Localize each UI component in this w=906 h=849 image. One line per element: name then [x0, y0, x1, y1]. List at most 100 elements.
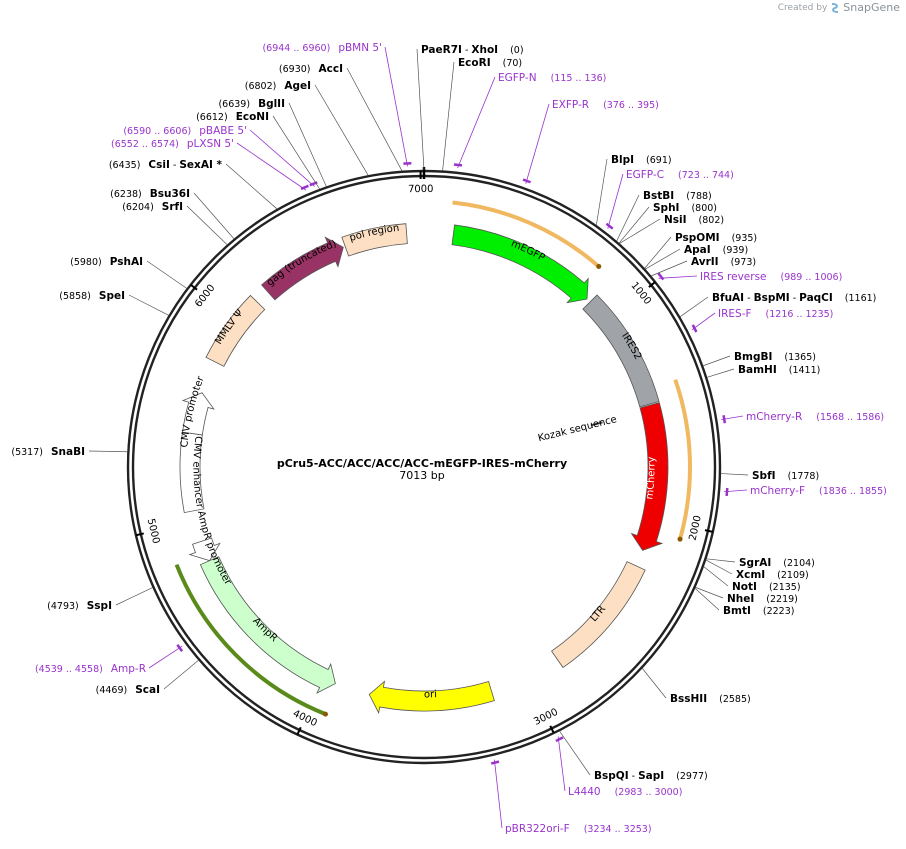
site-nsii[interactable]: NsiI(802) — [664, 214, 724, 226]
primer-leader — [457, 76, 496, 169]
site-sspi[interactable]: (4793)SspI — [47, 600, 112, 612]
tick-mark — [549, 725, 555, 734]
site-leader — [288, 102, 327, 187]
tick-mark — [704, 529, 714, 533]
site-bmgbi[interactable]: BmgBI(1365) — [734, 351, 816, 363]
site-acci[interactable]: (6930)AccI — [279, 63, 343, 75]
site-leader — [679, 296, 709, 317]
primer-pbr322ori-f[interactable]: pBR322ori-F(3234 .. 3253) — [505, 823, 652, 835]
site-xcmi[interactable]: XcmI(2109) — [736, 569, 809, 581]
site-paer7i[interactable]: PaeR7I - XhoI(0) — [421, 44, 524, 56]
primer-egfp-n[interactable]: EGFP-N(115 .. 136) — [498, 72, 606, 84]
site-bmti[interactable]: BmtI(2223) — [723, 605, 794, 617]
site-leader — [705, 559, 733, 575]
site-noti[interactable]: NotI(2135) — [732, 581, 801, 593]
primer-leader — [236, 142, 307, 191]
site-ecori[interactable]: EcoRI(70) — [458, 57, 522, 69]
site-leader — [163, 659, 199, 690]
site-bglii[interactable]: (6639)BglII — [218, 98, 285, 110]
primer-exfp-r[interactable]: EXFP-R(376 .. 395) — [552, 99, 659, 111]
site-econi[interactable]: (6612)EcoNI — [196, 111, 269, 123]
plasmid-size: 7013 bp — [399, 469, 444, 482]
primer-ires-reverse[interactable]: IRES reverse(989 .. 1006) — [700, 271, 842, 283]
site-sbfi[interactable]: SbfI(1778) — [752, 470, 819, 482]
snapgene-brand-text: SnapGene — [843, 1, 900, 14]
site-leader — [596, 158, 608, 226]
feature-ampr-promoter[interactable] — [188, 537, 221, 562]
primer-plxsn-5[interactable]: (6552 .. 6574)pLXSN 5' — [111, 138, 234, 150]
site-leader — [645, 248, 681, 270]
site-bstbi[interactable]: BstBI(788) — [643, 190, 712, 202]
orf-arc — [174, 563, 327, 716]
site-csii[interactable]: (6435)CsiI - SexAI * — [109, 159, 223, 171]
feature-mmlv[interactable] — [205, 294, 266, 367]
site-bsu36i[interactable]: (6238)Bsu36I — [110, 188, 190, 200]
restriction-sites: PaeR7I - XhoI(0)EcoRI(70) BlpI(691) BstBI(… — [11, 44, 876, 782]
site-leader — [707, 368, 735, 378]
site-leader — [416, 48, 425, 171]
primer-leader — [607, 173, 624, 229]
site-leader — [559, 731, 591, 776]
site-snabi[interactable]: (5317)SnaBI — [11, 446, 85, 458]
site-leader — [694, 588, 720, 611]
site-leader — [314, 84, 369, 176]
site-bspqi[interactable]: BspQI - SapI(2977) — [594, 770, 708, 782]
site-leader — [346, 67, 403, 171]
feature-cmv-promoter[interactable] — [181, 392, 215, 436]
primer-marker — [555, 736, 564, 743]
primer-pbabe-5[interactable]: (6590 .. 6606)pBABE 5' — [123, 125, 247, 137]
tick-label: 7000 — [408, 184, 434, 195]
primer-mcherry-r[interactable]: mCherry-R(1568 .. 1586) — [746, 411, 884, 423]
site-sgrai[interactable]: SgrAI(2104) — [739, 557, 815, 569]
site-sphi[interactable]: SphI(800) — [653, 202, 717, 214]
site-blpi[interactable]: BlpI(691) — [611, 154, 672, 166]
feature-ltr[interactable] — [551, 561, 646, 669]
feature-megfp[interactable] — [451, 224, 589, 304]
site-pspomi[interactable]: PspOMI(935) — [675, 232, 757, 244]
primer-marker — [691, 324, 698, 333]
primer-marker — [725, 487, 729, 497]
feature-ori[interactable] — [368, 680, 495, 715]
site-leader — [720, 473, 749, 476]
site-pshai[interactable]: (5980)PshAI — [70, 256, 143, 268]
site-leader — [225, 163, 278, 210]
feature-ampr[interactable] — [199, 556, 336, 694]
primer-leader — [723, 489, 748, 493]
site-apai[interactable]: ApaI(939) — [684, 244, 748, 256]
site-srfi[interactable]: (6204)SrfI — [122, 201, 183, 213]
tick-mark — [135, 532, 144, 537]
primer-marker — [605, 222, 614, 230]
tick-label: 3000 — [532, 707, 560, 728]
site-avrii[interactable]: AvrII(973) — [691, 256, 756, 268]
site-agei[interactable]: (6802)AgeI — [245, 80, 311, 92]
primer-mcherry-f[interactable]: mCherry-F(1836 .. 1855) — [750, 485, 887, 497]
feature-pol-region[interactable] — [341, 223, 408, 257]
site-bamhi[interactable]: BamHI(1411) — [738, 364, 820, 376]
orf-arc — [673, 379, 692, 540]
site-leader — [115, 587, 153, 606]
site-bsshii[interactable]: BssHII(2585) — [670, 693, 751, 705]
site-leader — [146, 260, 187, 289]
primer-ires-f[interactable]: IRES-F(1216 .. 1235) — [718, 308, 833, 320]
site-spei[interactable]: (5858)SpeI — [59, 290, 125, 302]
feature-ires2[interactable] — [582, 294, 660, 408]
site-scai[interactable]: (4469)ScaI — [96, 684, 160, 696]
primer-egfp-c[interactable]: EGFP-C(723 .. 744) — [626, 169, 734, 181]
site-bfuai[interactable]: BfuAI - BspMI - PaqCI(1161) — [712, 292, 876, 304]
snapgene-watermark: Created by SnapGene — [778, 1, 900, 14]
orf-end — [596, 263, 602, 269]
feature-label-ori: ori — [424, 689, 437, 700]
primer-amp-r[interactable]: (4539 .. 4558)Amp-R — [35, 663, 146, 675]
site-leader — [703, 355, 731, 367]
site-leader — [706, 558, 736, 563]
site-leader — [644, 236, 672, 269]
feature-gag-truncated[interactable] — [261, 236, 344, 301]
primer-leader — [691, 312, 716, 331]
site-leader — [695, 587, 724, 599]
primer-pbmn-5[interactable]: (6944 .. 6960)pBMN 5' — [262, 42, 382, 54]
primer-l4440[interactable]: L4440(2983 .. 3000) — [568, 786, 682, 798]
feature-mcherry[interactable] — [630, 402, 669, 551]
primer-leader — [249, 129, 315, 187]
site-nhei[interactable]: NheI(2219) — [727, 593, 798, 605]
site-leader — [442, 61, 455, 171]
